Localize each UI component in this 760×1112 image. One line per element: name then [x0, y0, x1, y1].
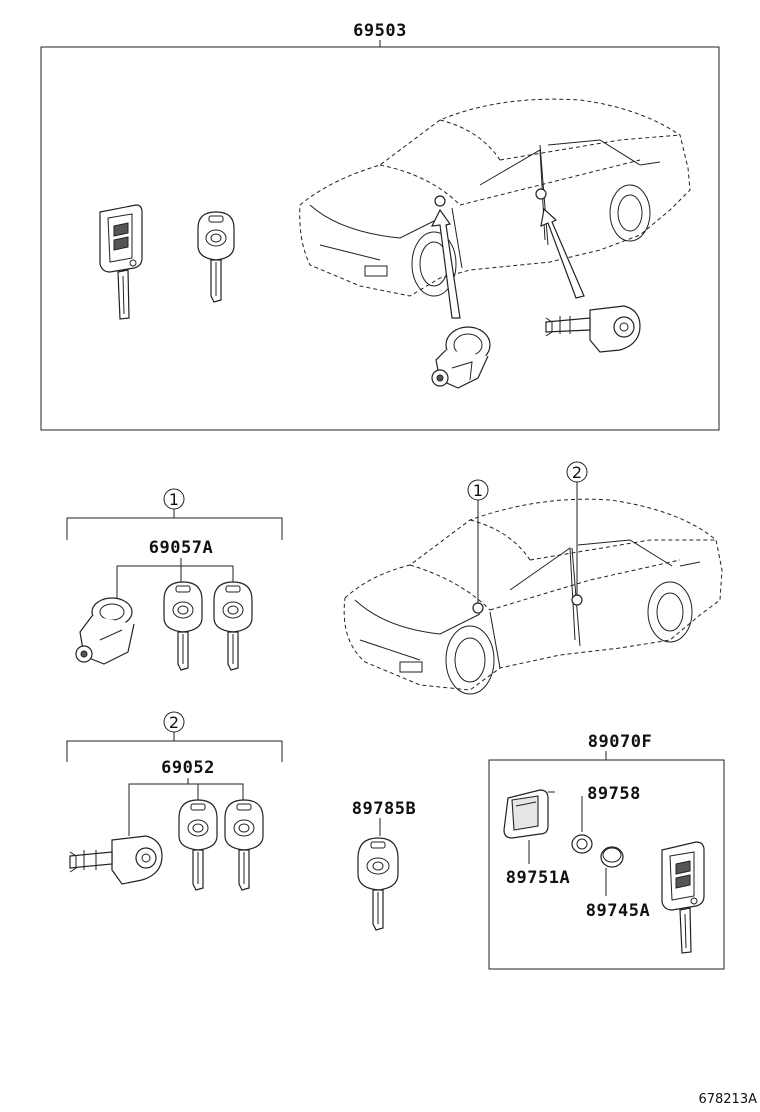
callout-1-number: 1: [169, 490, 179, 509]
key-icon: [178, 799, 218, 891]
label-key-blank: 89785B: [352, 799, 416, 819]
ignition-cylinder-icon: [75, 597, 135, 665]
bracket-kit-front-items: [116, 565, 234, 600]
transmitter-cover-icon: [503, 789, 549, 839]
o-ring-icon: [571, 834, 593, 854]
location-callout-1-number: 1: [473, 481, 483, 500]
location-callout-2-number: 2: [572, 463, 582, 482]
key-icon: [213, 581, 253, 671]
key-icon: [163, 581, 203, 671]
door-cylinder-icon: [545, 305, 641, 353]
label-case: 89758: [587, 784, 641, 804]
door-cylinder-icon: [69, 835, 163, 885]
car-illustration-locations: [343, 498, 723, 695]
remote-flip-key-icon: [99, 204, 143, 320]
bracket-kit-rear: [66, 740, 283, 762]
label-cover: 89751A: [506, 868, 570, 888]
label-transmitter-kit: 89070F: [588, 732, 652, 752]
main-kit-frame: [40, 46, 720, 431]
arrow-front-cylinder: [430, 208, 461, 319]
key-icon: [357, 837, 399, 931]
bracket-kit-front: [66, 517, 283, 540]
figure-id: 678213A: [698, 1092, 757, 1107]
remote-flip-key-icon: [661, 841, 705, 954]
arrow-door-cylinder: [540, 207, 585, 299]
key-icon: [197, 211, 235, 303]
label-kit-rear: 69052: [161, 758, 215, 778]
transmitter-kit-frame: [488, 759, 725, 970]
location-callout-1: 1: [467, 479, 489, 603]
ignition-cylinder-icon: [431, 326, 491, 389]
key-icon: [224, 799, 264, 891]
callout-2-number: 2: [169, 713, 179, 732]
label-battery: 89745A: [586, 901, 650, 921]
bracket-kit-rear-items: [128, 783, 244, 836]
battery-icon: [600, 846, 624, 868]
location-callout-2: 2: [566, 461, 588, 595]
label-main-kit: 69503: [353, 21, 407, 41]
car-illustration-top: [299, 98, 691, 297]
label-kit-front: 69057A: [149, 538, 213, 558]
